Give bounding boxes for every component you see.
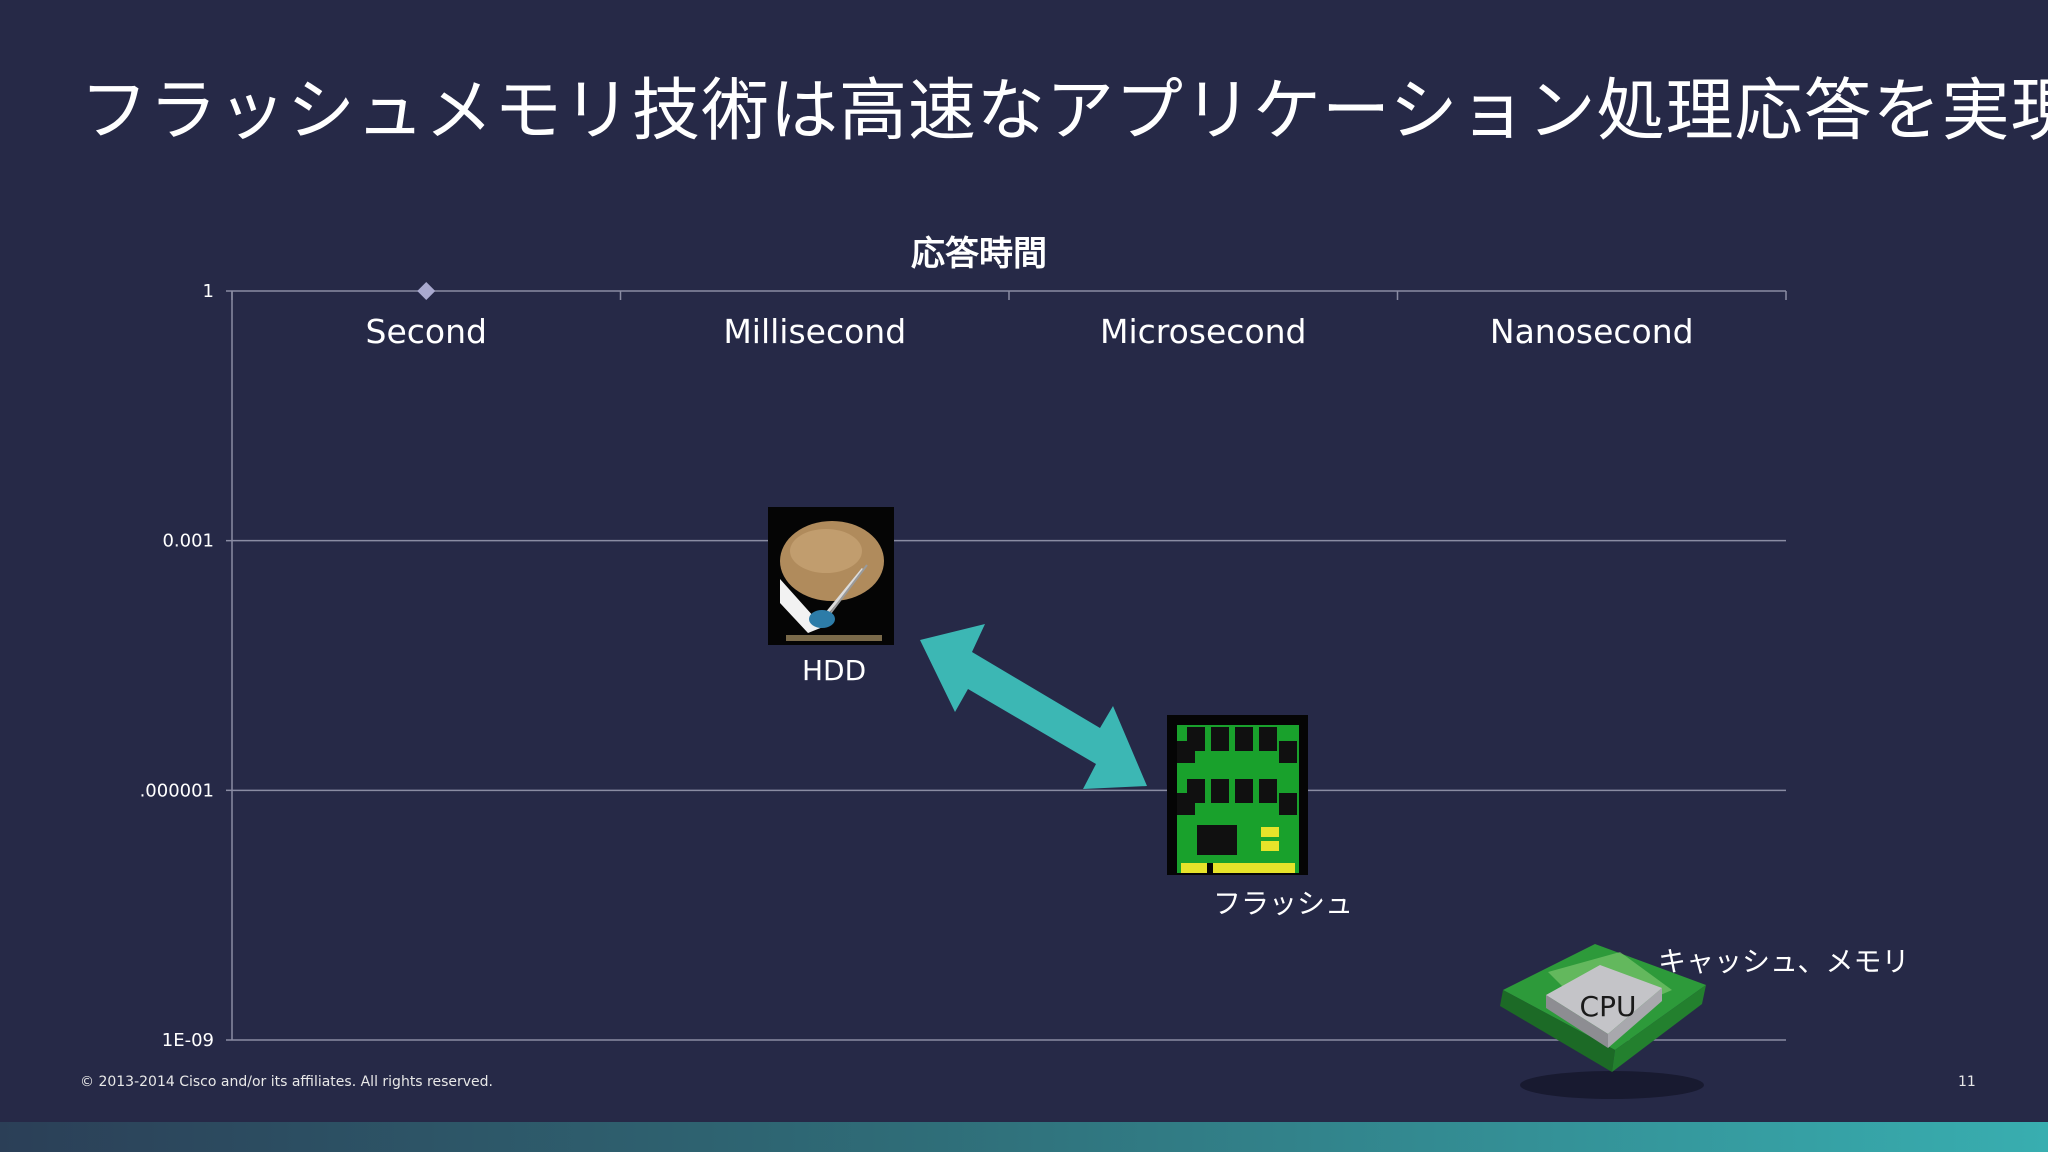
y-tick-label: 0.001 [162, 531, 214, 552]
page-number: 11 [1958, 1074, 1976, 1090]
double-arrow-icon [920, 624, 1147, 789]
copyright-footer: © 2013-2014 Cisco and/or its affiliates.… [80, 1074, 494, 1090]
flash-label: フラッシュ [1213, 887, 1354, 920]
category-label: Nanosecond [1490, 312, 1694, 351]
y-tick-label: 1 [203, 281, 214, 302]
category-label: Millisecond [723, 312, 906, 351]
y-tick-label: 1E-09 [162, 1030, 214, 1051]
axes [226, 290, 1787, 1041]
category-label: Microsecond [1100, 312, 1307, 351]
flash-memory-icon [1167, 715, 1308, 875]
data-points [417, 282, 436, 300]
cpu-label: CPU [1580, 990, 1637, 1023]
slide-title: フラッシュメモリ技術は高速なアプリケーション処理応答を実現 [80, 72, 2048, 151]
bottom-gradient-band [0, 1122, 2048, 1152]
y-tick-labels: 1 0.001 .000001 1E-09 [140, 281, 214, 1051]
data-point-marker [417, 282, 436, 300]
y-tick-label: .000001 [140, 780, 214, 801]
cache-memory-label: キャッシュ、メモリ [1658, 945, 1910, 978]
hdd-label: HDD [802, 654, 867, 687]
hdd-icon [768, 507, 894, 645]
chart-title: 応答時間 [911, 234, 1047, 274]
category-label: Second [366, 312, 487, 351]
category-labels: Second Millisecond Microsecond Nanosecond [366, 312, 1694, 351]
cpu-chip-icon: CPU [1500, 944, 1706, 1099]
gridlines [232, 290, 1786, 1041]
